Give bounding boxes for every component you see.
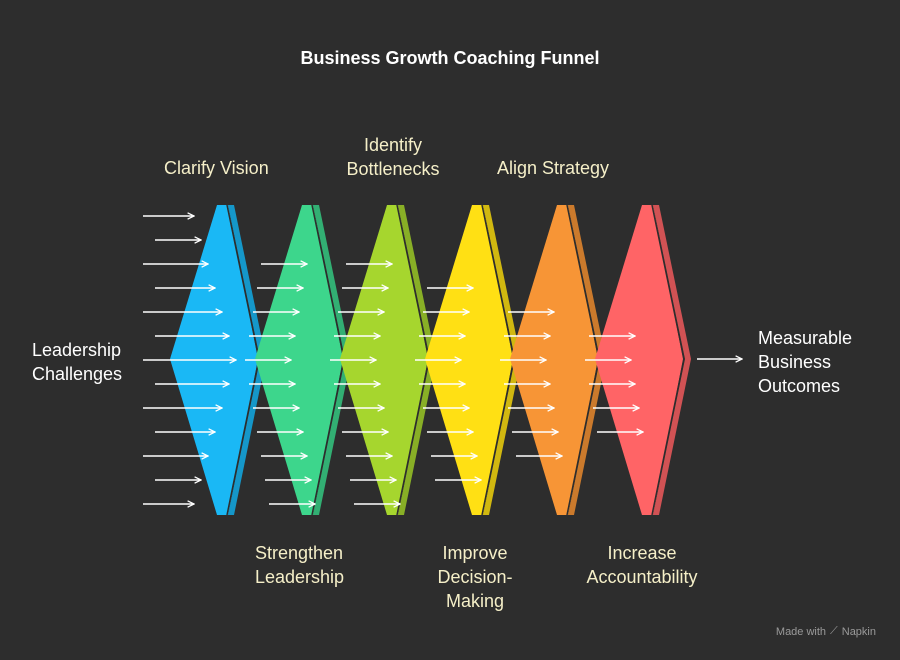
stage-chevron-strengthen-leadership xyxy=(255,205,343,515)
stage-label-clarify-vision: Clarify Vision xyxy=(164,158,269,178)
brand-name: Napkin xyxy=(841,625,876,638)
output-label: Measurable Business Outcomes xyxy=(758,328,853,396)
stage-chevron-align-strategy xyxy=(510,205,598,515)
stage-label-strengthen-leadership: Strengthen Leadership xyxy=(255,543,345,587)
napkin-logo-icon: ⟋ xyxy=(830,625,838,637)
made-with-text: Made with xyxy=(775,625,827,638)
stage-label-improve-decision-making: Improve Decision- Making xyxy=(437,543,513,611)
stage-chevron-increase-accountability xyxy=(595,205,683,515)
stage-label-increase-accountability: Increase Accountability xyxy=(586,543,698,587)
input-label: Leadership Challenges xyxy=(32,340,123,384)
stage-chevron-improve-decision-making xyxy=(425,205,513,515)
footer: Made with ⟋ Napkin xyxy=(776,625,876,638)
stage-label-align-strategy: Align Strategy xyxy=(497,158,610,178)
stage-label-identify-bottlenecks: Identify Bottlenecks xyxy=(346,135,440,179)
stage-separator-increase-accountability xyxy=(651,204,685,516)
diagram-title: Business Growth Coaching Funnel xyxy=(300,48,600,68)
stage-chevron-identify-bottlenecks xyxy=(340,205,428,515)
